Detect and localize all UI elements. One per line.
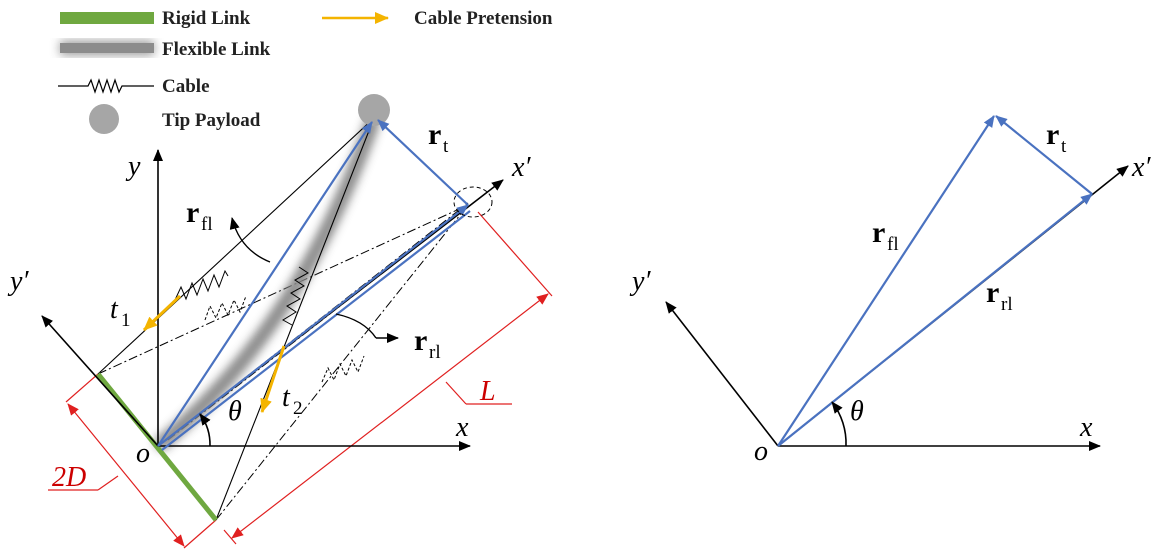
r-symbol: r <box>186 196 199 229</box>
r-rl-pointer <box>335 313 377 339</box>
rigid-link <box>96 372 218 522</box>
solid-cables <box>97 117 375 521</box>
dim-2D-arrow-line <box>67 403 185 547</box>
r-subscript: fl <box>201 214 213 235</box>
cable-top-left <box>97 117 375 375</box>
t-subscript: 1 <box>121 310 131 331</box>
dim-L-arrow-line <box>231 293 549 539</box>
pretension-arrow-t2 <box>260 345 286 413</box>
label-r-t: r t <box>428 118 449 157</box>
label-t2: t 2 <box>282 382 303 419</box>
flexible-link-label: Flexible Link <box>162 39 271 60</box>
label-t1: t 1 <box>110 294 131 331</box>
tip-payload-label: Tip Payload <box>162 110 261 131</box>
tip-highlight-circle <box>453 186 493 218</box>
r-subscript: rl <box>1001 294 1013 315</box>
vector-r-t <box>995 115 1093 195</box>
legend-tip-payload: Tip Payload <box>89 104 261 134</box>
dim-2D-extension-bottom <box>183 519 217 549</box>
r-subscript: rl <box>429 342 441 363</box>
dimension-lines <box>48 211 553 549</box>
vector-r-fl <box>157 121 373 447</box>
legend-cable-pretension: Cable Pretension <box>322 8 553 29</box>
r-subscript: t <box>443 136 449 157</box>
right-diagram: y′ x x′ o θ r t r fl r rl <box>629 115 1151 467</box>
vector-r-rl <box>777 193 1093 447</box>
vector-r-fl <box>777 115 995 447</box>
y-prime-axis <box>665 301 779 447</box>
dim-L-leader <box>445 381 467 405</box>
label-o: o <box>136 438 150 469</box>
r-symbol: r <box>986 276 999 309</box>
t-symbol: t <box>110 294 119 325</box>
dashdot-line <box>215 204 469 521</box>
pretension-arrow-t1 <box>142 294 182 332</box>
legend-cable: Cable <box>58 76 210 97</box>
theta-arc <box>831 401 847 447</box>
spring-icon <box>321 355 365 383</box>
r-subscript: t <box>1061 136 1067 157</box>
t-symbol: t <box>282 382 291 413</box>
label-r-fl: r fl <box>872 216 899 255</box>
tip-payload <box>358 94 390 126</box>
r-subscript: fl <box>887 234 899 255</box>
vector-r-t <box>377 119 469 206</box>
dashdot-line <box>157 202 469 447</box>
spring-icon <box>174 269 229 301</box>
vectors-left <box>157 119 471 451</box>
dim-L-extension-top <box>477 211 553 297</box>
label-y-prime: y′ <box>7 266 29 297</box>
label-x-prime: x′ <box>511 152 531 183</box>
label-r-rl: r rl <box>414 324 441 363</box>
label-theta: θ <box>228 396 242 427</box>
legend-rigid-link: Rigid Link <box>60 8 251 29</box>
dim-2D-leader <box>97 475 119 491</box>
cable-springs <box>174 266 365 383</box>
y-prime-axis <box>41 315 159 447</box>
tip-payload-swatch <box>89 104 119 134</box>
r-symbol: r <box>414 324 427 357</box>
cable-pretension-label: Cable Pretension <box>414 8 553 29</box>
label-2D: 2D <box>52 462 86 493</box>
label-x: x <box>455 412 469 443</box>
label-r-fl: r fl <box>186 196 213 235</box>
t-subscript: 2 <box>293 398 303 419</box>
cable-bottom <box>215 117 375 521</box>
rigid-link-swatch <box>60 12 154 24</box>
label-r-rl: r rl <box>986 276 1013 315</box>
dim-2D-extension-top <box>65 373 99 403</box>
axes-right <box>665 165 1129 451</box>
cable-label: Cable <box>162 76 210 97</box>
vector-r-rl-parallel <box>161 210 471 451</box>
flexible-link-swatch-core <box>60 43 154 53</box>
r-symbol: r <box>428 118 441 151</box>
theta-arc <box>199 413 211 447</box>
r-symbol: r <box>1046 118 1059 151</box>
label-y: y <box>125 151 141 182</box>
cable-swatch <box>58 78 154 94</box>
pretension-arrows <box>142 294 286 413</box>
rigid-link-label: Rigid Link <box>162 8 251 29</box>
label-o: o <box>754 436 768 467</box>
label-L: L <box>479 376 496 407</box>
dim-L-extension-bottom <box>223 529 237 545</box>
label-r-t: r t <box>1046 118 1067 157</box>
vectors-right <box>777 115 1093 447</box>
vector-r-rl <box>157 204 469 447</box>
legend-flexible-link: Flexible Link <box>60 39 271 60</box>
r-fl-pointer <box>229 217 271 263</box>
label-x-prime: x′ <box>1131 152 1151 183</box>
spring-icon <box>204 295 247 321</box>
left-diagram: y y′ x x′ o θ r t r fl r rl t 1 t 2 L 2D <box>7 94 553 549</box>
spring-icon <box>282 266 309 326</box>
label-y-prime: y′ <box>629 266 651 297</box>
r-symbol: r <box>872 216 885 249</box>
label-theta: θ <box>850 396 864 427</box>
legend: Rigid Link Flexible Link Cable Tip Paylo… <box>58 8 553 134</box>
label-x: x <box>1079 412 1093 443</box>
